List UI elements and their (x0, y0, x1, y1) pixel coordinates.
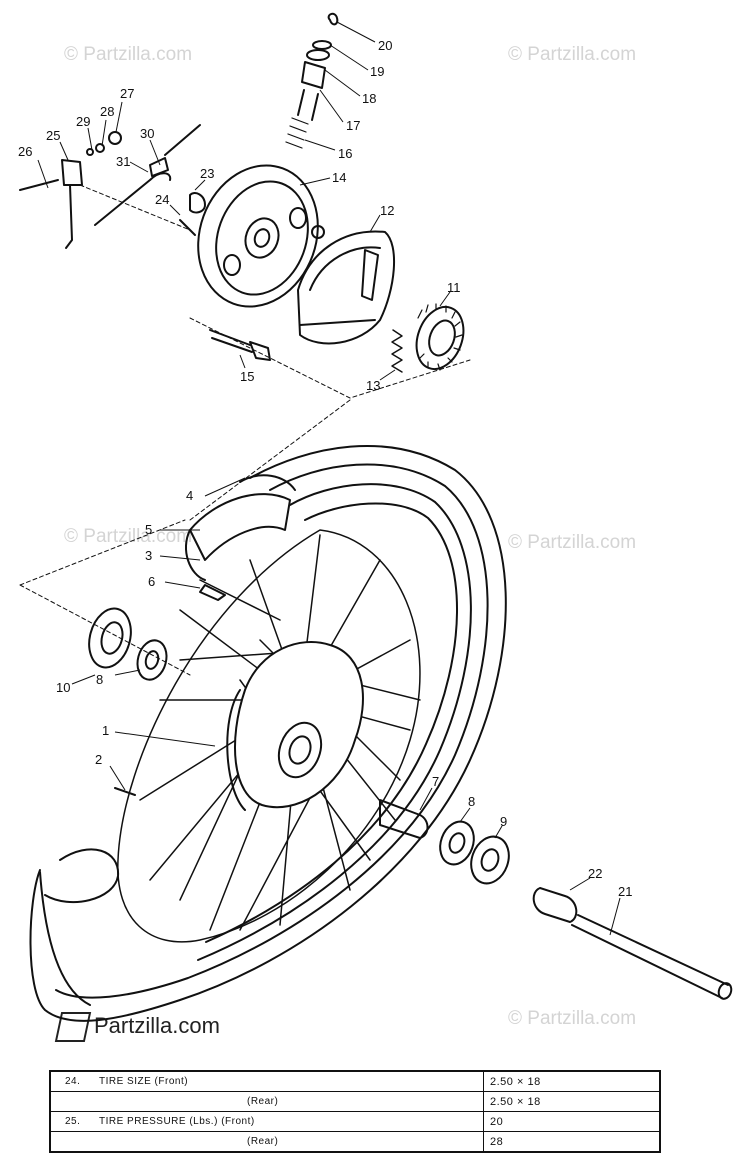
brake-plate (197, 164, 325, 308)
callout-20: 20 (378, 38, 392, 53)
spec-value: 2.50 × 18 (483, 1091, 661, 1112)
speedometer-drive (285, 12, 339, 149)
spec-label-cell: 24. TIRE SIZE (Front) (49, 1070, 484, 1092)
callout-27: 27 (120, 86, 134, 101)
watermark-mid-right: © Partzilla.com (508, 532, 637, 553)
tire (29, 444, 507, 1022)
callout-29: 29 (76, 114, 90, 129)
exploded-wheel-diagram: 1 2 3 4 5 6 7 8 8 9 10 11 12 13 14 15 16… (18, 12, 733, 1022)
callout-25: 25 (46, 128, 60, 143)
callout-labels: 1 2 3 4 5 6 7 8 8 9 10 11 12 13 14 15 16… (18, 38, 632, 899)
speedometer-gear (415, 303, 465, 371)
spec-label: (Rear) (247, 1136, 279, 1147)
leader-lines (37, 21, 621, 936)
callout-22: 22 (588, 866, 602, 881)
callout-8-right: 8 (468, 794, 475, 809)
callout-21: 21 (618, 884, 632, 899)
callout-23: 23 (200, 166, 214, 181)
spec-row: (Rear) 28 (49, 1131, 661, 1153)
spec-row: 24. TIRE SIZE (Front) 2.50 × 18 (49, 1070, 661, 1092)
axle-assembly (379, 799, 733, 1000)
callout-4: 4 (186, 488, 193, 503)
callout-18: 18 (362, 91, 376, 106)
watermark-mid-left: © Partzilla.com (64, 526, 193, 547)
callout-17: 17 (346, 118, 360, 133)
callout-11: 11 (447, 280, 461, 295)
spec-item-number: 25. (65, 1116, 81, 1127)
spec-label-cell: (Rear) (49, 1091, 484, 1112)
callout-2: 2 (95, 752, 102, 767)
watermark-bottom-right: © Partzilla.com (508, 1008, 637, 1029)
callout-9: 9 (500, 814, 507, 829)
spec-label-cell: 25. TIRE PRESSURE (Lbs.) (Front) (49, 1111, 484, 1132)
spec-item-number: 24. (65, 1076, 81, 1087)
spec-label-cell: (Rear) (49, 1131, 484, 1153)
callout-16: 16 (338, 146, 352, 161)
spoke-nipple (114, 787, 136, 796)
group-outline-brake (79, 184, 471, 399)
spec-label: TIRE PRESSURE (Lbs.) (Front) (99, 1116, 255, 1127)
spec-row: (Rear) 2.50 × 18 (49, 1091, 661, 1112)
brake-arm (19, 124, 206, 249)
hub (226, 641, 364, 811)
rim (117, 529, 421, 943)
callout-6: 6 (148, 574, 155, 589)
spec-row: 25. TIRE PRESSURE (Lbs.) (Front) 20 (49, 1111, 661, 1132)
callout-8-left: 8 (96, 672, 103, 687)
callout-10: 10 (56, 680, 70, 695)
callout-24: 24 (155, 192, 169, 207)
watermark-top-right: © Partzilla.com (508, 44, 637, 65)
spec-value: 2.50 × 18 (483, 1070, 661, 1092)
brake-cam (209, 329, 271, 361)
spec-value: 28 (483, 1131, 661, 1153)
callout-12: 12 (380, 203, 394, 218)
group-outline-left (19, 399, 351, 676)
spec-label: TIRE SIZE (Front) (99, 1076, 189, 1087)
spec-value: 20 (483, 1111, 661, 1132)
callout-5: 5 (145, 522, 152, 537)
callout-15: 15 (240, 369, 254, 384)
watermark-top-left: © Partzilla.com (64, 44, 193, 65)
tube-section (185, 474, 296, 601)
spec-label: (Rear) (247, 1096, 279, 1107)
callout-28: 28 (100, 104, 114, 119)
callout-3: 3 (145, 548, 152, 563)
tire-spec-table: 24. TIRE SIZE (Front) 2.50 × 18 (Rear) 2.… (49, 1070, 661, 1153)
callout-26: 26 (18, 144, 32, 159)
callout-13: 13 (366, 378, 380, 393)
callout-1: 1 (102, 723, 109, 738)
callout-31: 31 (116, 154, 130, 169)
brake-spring (391, 329, 403, 373)
brake-shoes (297, 230, 396, 345)
left-seal-bearing (88, 607, 168, 681)
callout-19: 19 (370, 64, 384, 79)
callout-30: 30 (140, 126, 154, 141)
callout-7: 7 (432, 774, 439, 789)
callout-14: 14 (332, 170, 346, 185)
